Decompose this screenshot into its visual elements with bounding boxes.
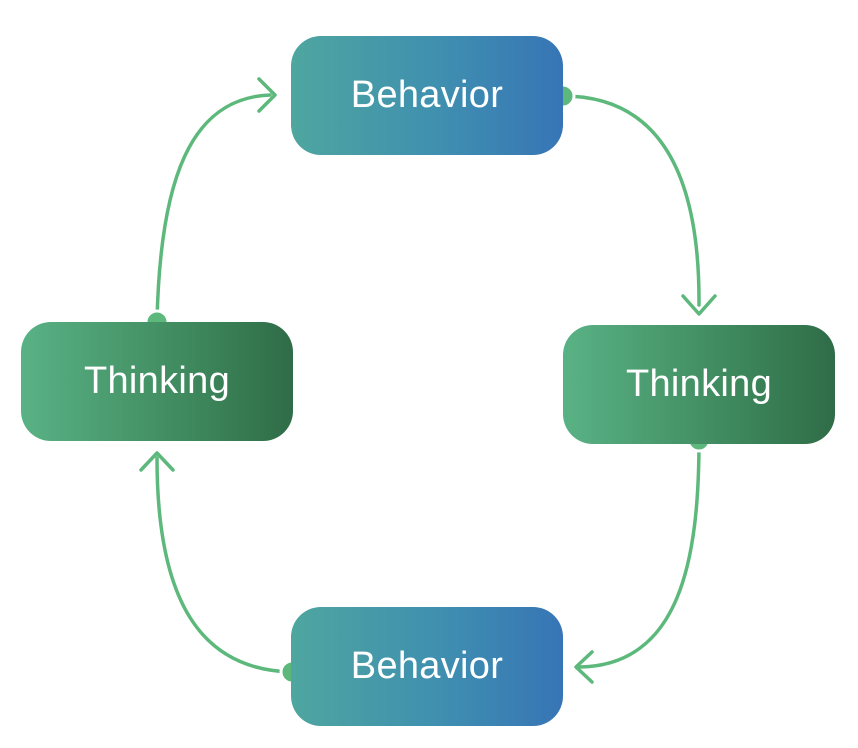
arrowhead-down-icon — [681, 294, 717, 316]
thinking-node-right-label: Thinking — [625, 363, 773, 405]
arrowhead-left-icon — [574, 650, 594, 684]
behavior-node-bottom-label: Behavior — [350, 645, 504, 687]
thinking-node-left-label: Thinking — [83, 360, 231, 402]
edge-behavior-bottom-to-thinking-left — [155, 456, 294, 674]
arrowhead-right-icon — [257, 77, 277, 113]
behavior-node-bottom: Behavior — [291, 607, 563, 726]
edge-behavior-top-to-thinking-right — [561, 94, 701, 307]
arrowhead-up-icon — [139, 451, 175, 472]
behavior-node-top-label: Behavior — [350, 74, 504, 116]
thinking-node-left: Thinking — [21, 322, 293, 441]
edge-thinking-left-to-behavior-top — [155, 93, 272, 324]
thinking-node-right: Thinking — [563, 325, 835, 444]
behavior-node-top: Behavior — [291, 36, 563, 155]
edge-thinking-right-to-behavior-bottom — [578, 438, 701, 669]
